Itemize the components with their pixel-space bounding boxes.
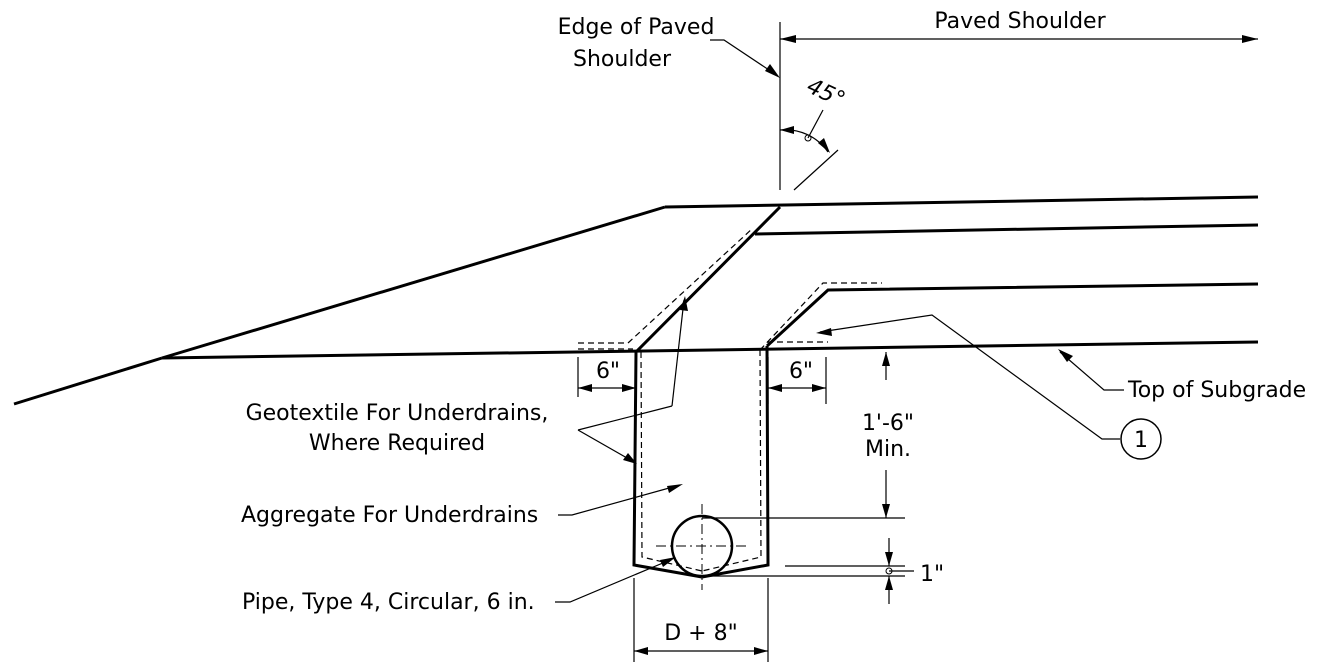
geotextile-leader-upper (577, 405, 673, 431)
subgrade-leader (1059, 351, 1124, 391)
width-arrow-left (634, 647, 648, 655)
angle-leader (807, 109, 824, 139)
angle-arrow-right (818, 138, 830, 153)
embankment-slope-lower (13, 356, 163, 406)
callout-arrow (816, 328, 832, 336)
right-6in-arrow-a (768, 384, 782, 392)
edge-leader-line (710, 39, 779, 77)
top-of-subgrade-line (161, 340, 1259, 360)
aggregate-label: Aggregate For Underdrains (241, 503, 538, 528)
trench-right-side (701, 345, 770, 579)
paved-shoulder-arrow-right (1242, 35, 1258, 43)
cover-leader-dot (885, 567, 893, 575)
geotextile-left (578, 227, 754, 344)
geotextile-label-line2: Where Required (309, 431, 485, 456)
edge-of-paved-label-line2: Shoulder (573, 47, 672, 72)
callout-leader (819, 314, 1120, 440)
edge-leader-arrow (765, 64, 780, 78)
cover-arrow-bottom (885, 576, 893, 590)
depth-arrow-top (882, 352, 890, 366)
width-arrow-right (754, 647, 768, 655)
aggregate-leader (558, 484, 681, 516)
aggregate-arrow (667, 484, 683, 493)
subbase-layer-line (765, 282, 1259, 348)
geotextile-arrow-upper (680, 296, 688, 311)
pipe-arrow (660, 557, 676, 567)
width-label: D + 8" (664, 621, 737, 646)
depth-label-line1: 1'-6" (862, 411, 914, 436)
right-6in-label: 6" (789, 359, 813, 384)
callout-circle (1120, 418, 1162, 460)
pipe-leader (555, 559, 671, 603)
labels: Paved Shoulder Edge of Paved Shoulder 45… (241, 9, 1306, 646)
geotextile-arrow-lower (623, 453, 637, 464)
geotextile-trench-left (640, 351, 703, 572)
right-6in-arrow-b (812, 384, 826, 392)
annotations (555, 22, 1258, 662)
callout-number: 1 (1134, 428, 1148, 453)
pavement-layers (13, 195, 1259, 406)
geotextile-leader-lower (577, 429, 635, 463)
angle-reference-line (793, 149, 839, 191)
cover-arrow-top (885, 552, 893, 566)
geotextile-leader-upper-2 (671, 299, 685, 407)
depth-label-line2: Min. (865, 437, 911, 462)
trench-left-side (632, 205, 782, 579)
left-6in-arrow-b (622, 384, 636, 392)
angle-label: 45° (803, 74, 849, 113)
angle-arrow-left (780, 126, 794, 134)
paved-shoulder-arrow-left (780, 35, 796, 43)
pipe-label: Pipe, Type 4, Circular, 6 in. (242, 590, 535, 615)
edge-of-paved-label-line1: Edge of Paved (558, 15, 715, 40)
embankment-slope-upper (161, 205, 666, 360)
top-of-subgrade-label: Top of Subgrade (1127, 378, 1306, 403)
pipe (656, 504, 750, 590)
left-6in-label: 6" (596, 359, 620, 384)
left-6in-arrow-a (578, 384, 592, 392)
subgrade-arrow (1058, 349, 1073, 362)
geotextile-right-top (759, 282, 882, 351)
base-layer-line (754, 223, 1259, 236)
underdrain-trench (578, 205, 882, 579)
shoulder-surface (664, 195, 1259, 209)
paved-shoulder-label: Paved Shoulder (934, 9, 1106, 34)
depth-arrow-bottom (882, 504, 890, 518)
cover-label: 1" (920, 562, 944, 587)
angle-leader-dot (804, 134, 812, 142)
geotextile-label-line1: Geotextile For Underdrains, (246, 401, 549, 426)
